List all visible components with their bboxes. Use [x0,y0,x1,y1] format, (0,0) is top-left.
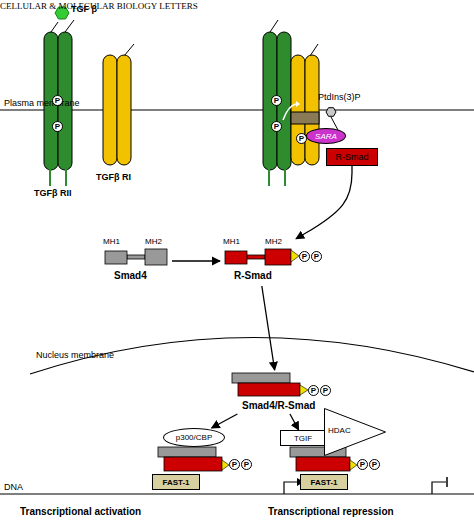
arrow-head [296,101,300,107]
transcription-factor: FAST-1 [300,474,348,490]
transcription-factor: FAST-1 [152,474,200,490]
repressed-promoter [432,482,446,494]
serine-tag [222,460,229,470]
node-text: MH2 [145,237,162,246]
receptor-stem [284,168,286,186]
receptor-label: TGFβ RI [96,172,131,182]
phospho-mark: P [357,459,368,470]
phospho-mark: P [296,133,307,144]
lipid-label: PtdIns(3)P [318,92,361,102]
node-text: p300/CBP [176,433,212,442]
serine-tag [300,385,308,395]
flow-arrow [212,414,238,428]
receptor-label: TGFβ RII [34,188,72,198]
smad4-shape [232,373,290,383]
receptor-tail [310,44,318,56]
phospho-mark: P [241,459,252,470]
node-text: MH1 [223,237,240,246]
gs-domain [291,112,319,124]
phospho-mark: P [229,459,240,470]
linker [247,255,265,259]
outcome-label: Transcriptional repression [268,506,394,517]
block-bar [446,477,448,487]
rsmad-shape [238,383,300,396]
receptor-subunit [305,55,319,165]
phosphorylation-arrow [283,104,296,120]
rsmad-shape [296,457,350,471]
lipid-hexagon [326,108,336,117]
flow-arrow [172,260,220,261]
node-text: R-Smad [234,270,272,281]
receptor-tail [51,22,58,32]
phospho-mark: P [52,95,63,106]
deacetylase: HDAC [324,408,386,456]
promoter-arrow [284,482,297,494]
receptor-subunit [117,55,131,165]
dna-line [0,493,474,494]
receptor-tail [270,20,278,32]
node-text: R-Smad [335,152,368,162]
receptor-subunit [103,55,117,165]
flow-arrow [290,414,299,430]
node-text: MH2 [265,237,282,246]
serine-tag [291,250,299,262]
smad4-shape [158,447,216,457]
node-text: HDAC [328,426,351,435]
phospho-mark: P [271,121,282,132]
outcome-label: Transcriptional activation [20,506,141,517]
mh2-domain [265,249,291,265]
receptor-tail [124,44,134,56]
node-text: Smad4 [114,270,147,281]
receptor-stem [49,168,51,186]
smad-protein: R-Smad [326,148,378,166]
phospho-mark: P [299,251,310,262]
phospho-mark: P [271,95,282,106]
mh2-domain [145,249,167,265]
node-text: SARA [315,132,337,141]
membrane-label: Plasma membrane [4,98,80,108]
receptor-tail [65,20,74,32]
node-text: FAST-1 [310,478,337,487]
rsmad-shape [164,457,222,471]
coactivator: p300/CBP [163,428,225,447]
flow-arrow [262,286,275,370]
receptor-stem [268,168,270,186]
mh1-domain [105,251,127,264]
receptor-stem [65,168,67,186]
linker [127,255,145,259]
node-text: MH1 [103,237,120,246]
receptor-subunit [291,55,305,165]
dna-label: DNA [4,482,23,492]
node-text: TGIF [294,434,312,443]
smad-protein: MH1 MH2R-Smad [220,236,296,286]
running-header: CELLULAR & MOLECULAR BIOLOGY LETTERS [0,1,198,11]
membrane-label: Nucleus membrane [36,350,114,360]
triangle-shape [325,409,386,456]
nucleus-membrane-arc [30,337,474,374]
mh1-domain [225,251,247,264]
node-text: Smad4/R-Smad [242,400,315,411]
phospho-mark: P [320,385,331,396]
serine-tag [350,460,357,470]
phospho-mark: P [369,459,380,470]
phospho-mark: P [52,121,63,132]
phospho-mark: P [311,251,322,262]
adaptor-protein: SARA [306,128,346,144]
phospho-mark: P [308,385,319,396]
ligand-label: TGF β [71,4,97,14]
flow-arrow [296,166,352,239]
smad-protein: MH1 MH2Smad4 [100,236,172,286]
node-text: FAST-1 [162,478,189,487]
corepressor: TGIF [280,430,326,446]
